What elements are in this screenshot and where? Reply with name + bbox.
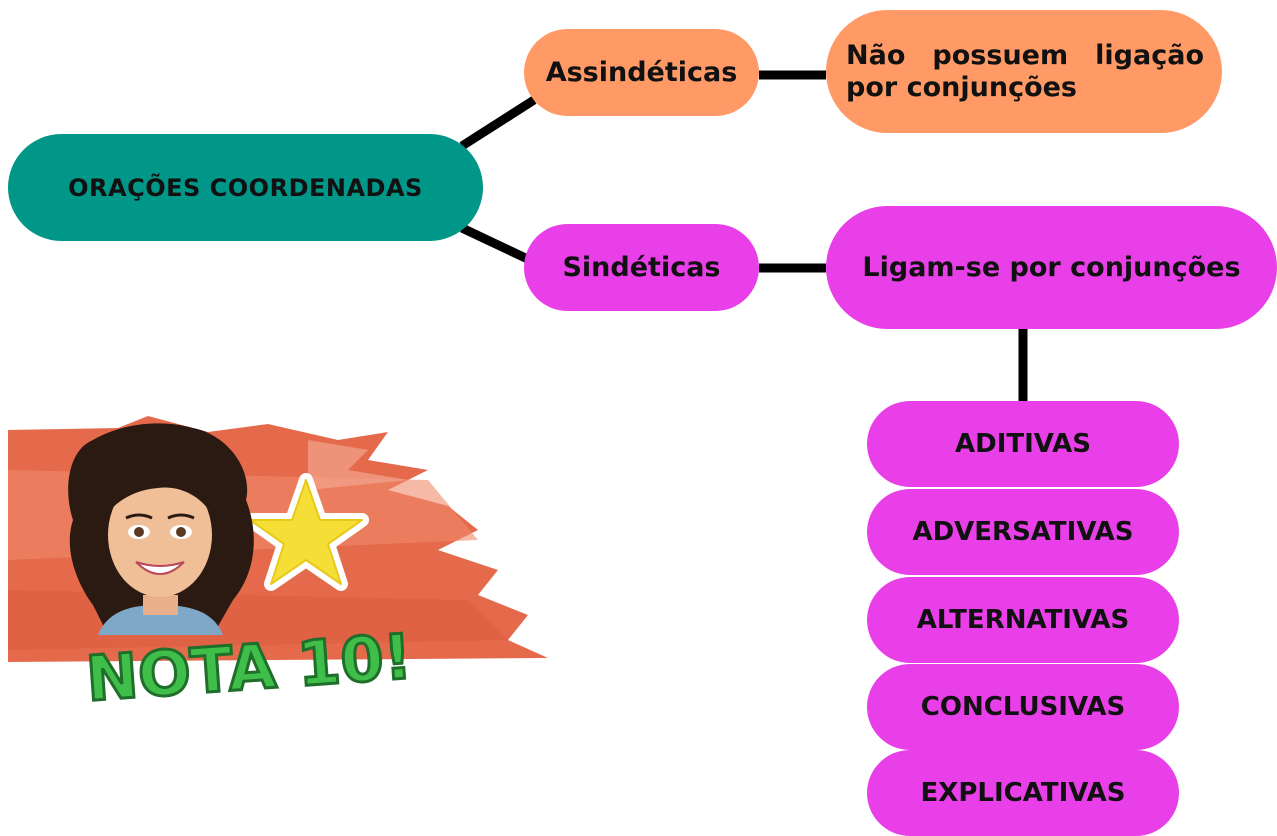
type-label: ADVERSATIVAS (912, 517, 1134, 547)
assindeticas-description-line-1: Não possuem ligação (846, 39, 1204, 71)
type-label: EXPLICATIVAS (920, 778, 1126, 808)
nota-10-badge: NOTA 10! (8, 416, 548, 710)
star-icon (243, 473, 369, 591)
assindeticas-description-node: Não possuem ligação por conjunções (826, 10, 1222, 133)
type-label: ADITIVAS (955, 429, 1091, 459)
connector-root-assindeticas (459, 96, 537, 150)
root-node: ORAÇÕES COORDENADAS (8, 134, 483, 241)
type-label: ALTERNATIVAS (916, 605, 1130, 635)
type-node-conclusivas: CONCLUSIVAS (867, 664, 1179, 750)
sindeticas-label: Sindéticas (562, 252, 721, 283)
type-node-aditivas: ADITIVAS (867, 401, 1179, 487)
sindeticas-description: Ligam-se por conjunções (862, 252, 1241, 283)
assindeticas-node: Assindéticas (524, 29, 759, 116)
type-node-adversativas: ADVERSATIVAS (867, 489, 1179, 575)
sindeticas-description-node: Ligam-se por conjunções (826, 206, 1277, 329)
avatar-icon (68, 423, 254, 635)
type-node-alternativas: ALTERNATIVAS (867, 577, 1179, 663)
sindeticas-node: Sindéticas (524, 224, 759, 311)
type-node-explicativas: EXPLICATIVAS (867, 750, 1179, 836)
assindeticas-label: Assindéticas (545, 57, 738, 88)
root-label: ORAÇÕES COORDENADAS (68, 173, 423, 202)
connector-root-sindeticas (460, 223, 536, 267)
type-label: CONCLUSIVAS (920, 692, 1126, 722)
assindeticas-description-line-2: por conjunções (846, 71, 1078, 103)
